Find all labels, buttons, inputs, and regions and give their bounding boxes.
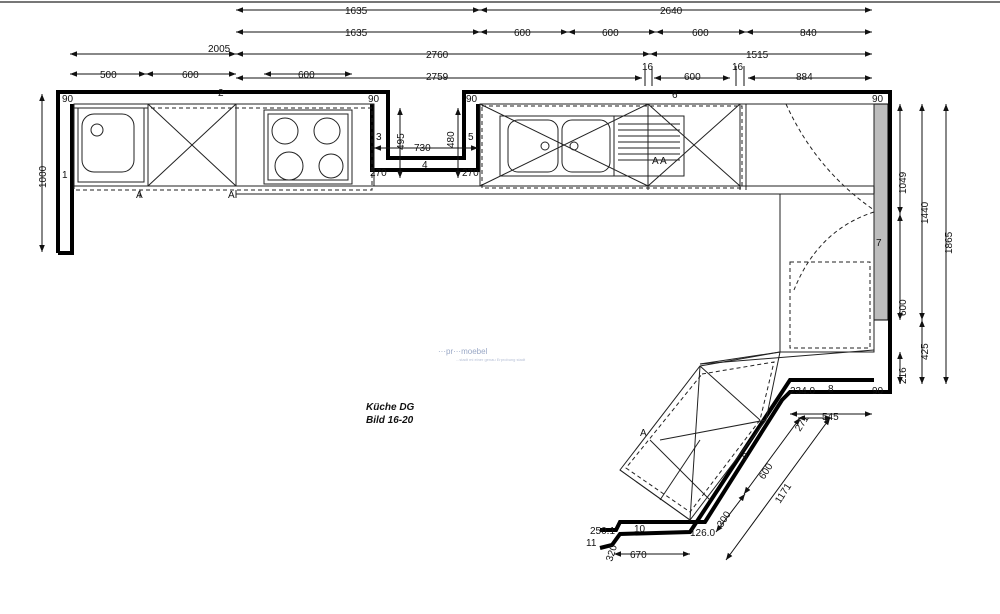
drain-board	[613, 115, 685, 177]
wall-number-3: 3	[376, 132, 382, 143]
label-270: 270	[370, 168, 387, 179]
corner-label-90: 90	[872, 94, 884, 105]
corner-label-90: 90	[872, 386, 884, 397]
corner-label-90: 90	[368, 94, 380, 105]
wall-inner-niche	[370, 104, 480, 172]
dim-126: 126.0	[690, 528, 715, 539]
dim-1515: 1515	[746, 50, 769, 61]
dimension-right: 1049 1440 1865 600 425 216	[897, 104, 955, 384]
dim-1049: 1049	[898, 171, 909, 194]
svg-text:A: A	[640, 428, 647, 439]
door-swing-top	[785, 103, 875, 211]
dim-1635-a: 1635	[345, 6, 368, 17]
svg-text:A: A	[136, 190, 143, 201]
wall-number-9: 9	[742, 452, 748, 463]
dim-1000: 1000	[38, 165, 49, 188]
wall-number-5: 5	[468, 132, 474, 143]
dimension-niche: 730 495 480	[374, 108, 478, 178]
dim-500: 500	[100, 70, 117, 81]
wall-number-1: 1	[62, 170, 68, 181]
dim-1865: 1865	[944, 231, 955, 254]
dim-1440: 1440	[920, 201, 931, 224]
wall-number-6: 6	[672, 90, 678, 101]
caption-subtitle: Bild 16-20	[366, 415, 414, 426]
dim-1171: 1171	[773, 481, 794, 505]
dim-600-c: 600	[692, 28, 709, 39]
door-swing-mid	[793, 211, 875, 291]
label-270: 270	[462, 168, 479, 179]
corner-label-90: 90	[466, 94, 478, 105]
dim-600-h: 600	[757, 461, 776, 481]
watermark-logo: ···pr···moebel	[438, 347, 488, 356]
dimension-corner: 234.0 545 271 600 1171 300 126.0 670 250…	[590, 386, 872, 563]
left-counter	[73, 103, 375, 187]
dim-600-e: 600	[298, 70, 315, 81]
dimension-left: 1000	[38, 94, 49, 252]
wall-number-11: 11	[586, 538, 597, 549]
dimension-row-2: 1635 600 600 600 840	[236, 28, 872, 39]
wall-number-4: 4	[422, 160, 428, 171]
dim-250: 250.1	[590, 526, 615, 537]
dim-600-g: 600	[898, 299, 909, 316]
wall-number-7: 7	[876, 238, 882, 249]
svg-text:A: A	[228, 190, 235, 201]
dim-495: 495	[396, 133, 407, 150]
wall-number-2: 2	[218, 88, 224, 99]
dim-2759: 2759	[426, 72, 449, 83]
dimension-row-3: 2005 2760 1515	[70, 44, 872, 61]
dim-320: 320	[604, 543, 620, 563]
dim-840: 840	[800, 28, 817, 39]
dim-545: 545	[822, 412, 839, 423]
dim-271: 271	[793, 413, 812, 433]
dim-600-d: 600	[182, 70, 199, 81]
dim-670: 670	[630, 550, 647, 561]
caption-title: Küche DG	[366, 402, 415, 413]
dim-600-a: 600	[514, 28, 531, 39]
dim-600-b: 600	[602, 28, 619, 39]
pillar	[873, 103, 889, 321]
dim-425: 425	[920, 343, 931, 360]
dim-480: 480	[446, 131, 457, 148]
corner-label-90: 90	[62, 94, 74, 105]
dim-1635-b: 1635	[345, 28, 368, 39]
dim-884: 884	[796, 72, 813, 83]
dim-2005: 2005	[208, 44, 231, 55]
wall-outline	[56, 90, 892, 532]
wall-inner-corner	[599, 378, 874, 550]
watermark-tagline: ...stadt mi einer genau Erprobung stadt	[456, 357, 526, 362]
dim-16-b: 16	[732, 62, 744, 73]
dimension-row-1: 1635 2640	[236, 6, 872, 17]
dim-600-f: 600	[684, 72, 701, 83]
svg-text:A: A	[652, 156, 659, 167]
left-sink	[77, 107, 145, 183]
svg-text:A: A	[660, 156, 667, 167]
wall-number-8: 8	[828, 384, 834, 395]
tall-unit	[779, 193, 875, 353]
dim-2760: 2760	[426, 50, 449, 61]
dim-730: 730	[414, 143, 431, 154]
wall-inner-left	[58, 104, 74, 255]
wall-number-10: 10	[634, 524, 646, 535]
dim-234: 234.0	[790, 386, 815, 397]
dim-2640: 2640	[660, 6, 683, 17]
dim-216: 216	[898, 367, 909, 384]
dimension-row-4: 500 600 600 2759 16 600 16 884	[70, 62, 872, 86]
dim-16-a: 16	[642, 62, 654, 73]
cooktop	[263, 109, 353, 185]
